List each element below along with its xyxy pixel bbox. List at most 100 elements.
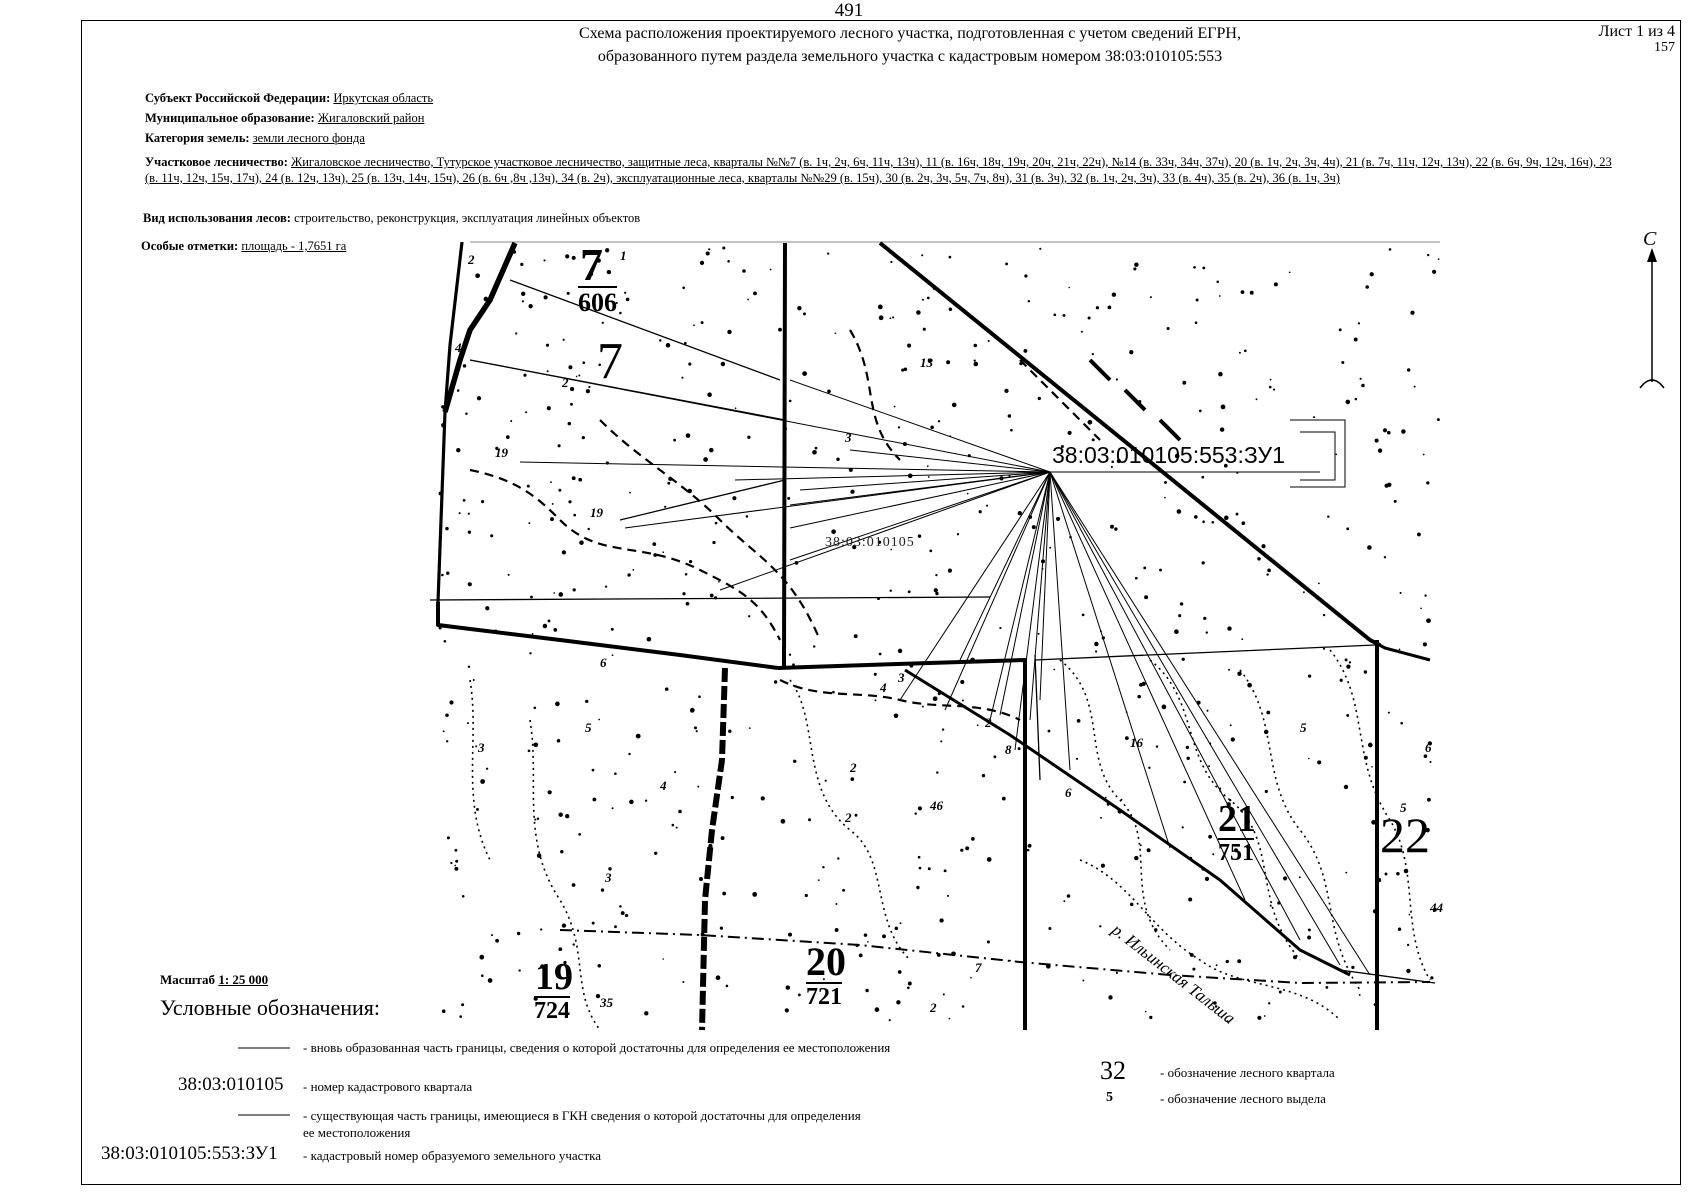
speckle — [917, 806, 922, 811]
speckle — [1307, 674, 1312, 678]
speckle — [719, 926, 724, 930]
speckle — [1269, 378, 1272, 381]
speckle — [894, 926, 899, 931]
speckle — [1397, 927, 1402, 931]
speckle — [610, 627, 614, 631]
speckle — [773, 680, 778, 684]
speckle — [466, 722, 469, 725]
speckle — [899, 922, 902, 925]
leader-line — [849, 449, 1051, 473]
speckle — [1188, 897, 1193, 902]
speckle — [1195, 298, 1199, 302]
speckle — [1245, 845, 1248, 848]
speckle — [462, 499, 466, 502]
speckle — [540, 928, 543, 931]
allotment-number: 5 — [1300, 720, 1307, 735]
quarter-number-7-center: 7 — [597, 333, 623, 390]
speckle — [1004, 388, 1009, 394]
speckle — [1241, 521, 1246, 526]
speckle — [667, 481, 671, 485]
speckle — [516, 931, 521, 936]
allotment-number: 5 — [1400, 800, 1407, 815]
speckle — [592, 797, 597, 802]
speckle — [946, 360, 951, 365]
speckle — [526, 484, 530, 488]
speckle — [1182, 380, 1187, 385]
speckle — [788, 653, 792, 656]
speckle — [600, 888, 605, 892]
speckle — [462, 364, 467, 368]
speckle — [878, 652, 882, 656]
speckle — [1422, 453, 1425, 456]
leader-line — [1049, 471, 1171, 849]
speckle — [948, 307, 953, 311]
speckle — [873, 672, 877, 676]
speckle — [659, 339, 662, 342]
speckle — [708, 248, 711, 251]
speckle — [611, 807, 614, 810]
speckle — [1178, 614, 1182, 618]
speckle — [678, 809, 682, 814]
speckle — [1220, 404, 1226, 410]
speckle — [926, 465, 929, 467]
speckle — [1134, 262, 1139, 267]
speckle — [946, 894, 950, 897]
speckle — [1357, 322, 1361, 325]
speckle — [450, 861, 453, 865]
speckle — [1241, 638, 1244, 641]
speckle — [459, 1015, 463, 1018]
speckle — [1437, 258, 1440, 260]
map-texture — [438, 246, 1440, 1023]
speckle — [1327, 515, 1330, 518]
speckle — [1189, 952, 1194, 957]
speckle — [1053, 313, 1057, 317]
speckle — [1268, 385, 1272, 389]
speckle — [842, 888, 846, 892]
speckle — [986, 857, 992, 862]
speckle — [1066, 894, 1071, 898]
speckle — [718, 580, 720, 583]
speckle — [573, 513, 577, 517]
leader-line — [799, 471, 1051, 491]
speckle — [798, 993, 801, 997]
cadastral-quarter-map-label: 38:03:010105 — [825, 535, 915, 550]
speckle — [1408, 913, 1411, 916]
allotment-number: 13 — [920, 355, 933, 370]
speckle — [753, 291, 757, 296]
allotment-number: 16 — [1130, 735, 1143, 750]
speckle — [1410, 310, 1415, 315]
speckle — [1266, 573, 1269, 576]
speckle — [1343, 784, 1349, 790]
speckle — [490, 534, 494, 538]
speckle — [973, 361, 979, 367]
speckle — [929, 549, 933, 553]
speckle — [1339, 678, 1343, 682]
speckle — [1426, 481, 1430, 485]
speckle — [1139, 844, 1142, 847]
leader-line — [1049, 471, 1371, 976]
speckle — [1201, 561, 1205, 565]
speckle — [695, 730, 698, 733]
speckle — [598, 363, 602, 367]
speckle — [803, 312, 806, 316]
speckle — [1067, 430, 1072, 435]
speckle — [1426, 253, 1430, 257]
speckle — [520, 262, 524, 267]
speckle — [973, 343, 978, 348]
speckle — [961, 699, 964, 702]
speckle — [693, 324, 695, 327]
thin-line — [619, 479, 786, 521]
speckle — [1223, 463, 1228, 468]
speckle — [943, 869, 947, 873]
speckle — [561, 550, 567, 555]
speckle — [556, 739, 561, 743]
speckle — [1359, 377, 1362, 380]
speckle — [1432, 269, 1437, 274]
field-subject-label: Субъект Российской Федерации: — [145, 91, 331, 105]
speckle — [1432, 907, 1437, 912]
speckle — [1107, 305, 1112, 310]
speckle — [877, 304, 883, 310]
speckle — [1201, 475, 1205, 479]
speckle — [854, 813, 858, 817]
speckle — [1423, 754, 1428, 758]
